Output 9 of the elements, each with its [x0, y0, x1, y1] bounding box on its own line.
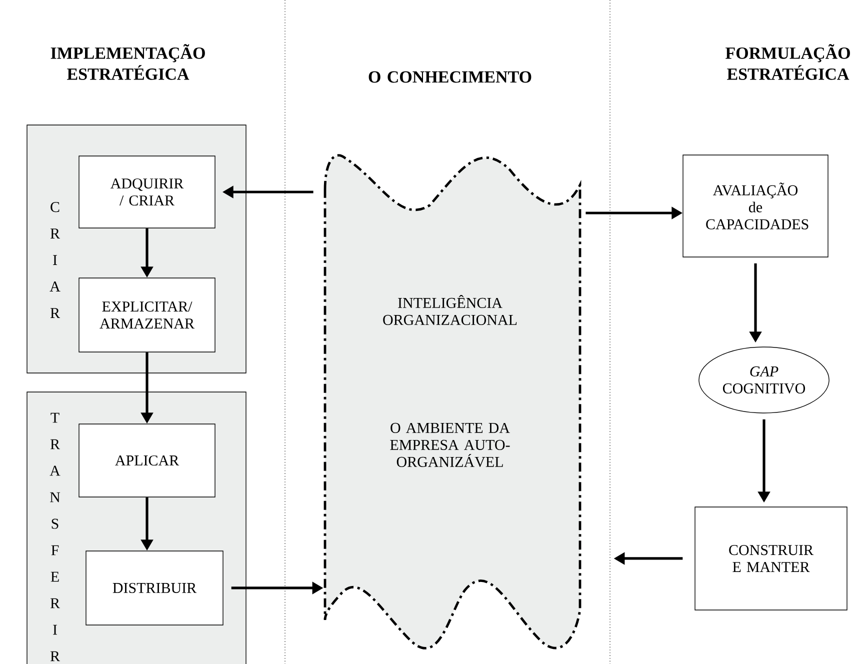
process-box: AVALIAÇÃO de CAPACIDADES	[682, 154, 828, 258]
process-box: DISTRIBUIR	[86, 550, 224, 626]
column-heading: O CONHECIMENTO	[368, 71, 532, 83]
process-box: CONSTRUIR E MANTER	[694, 506, 848, 610]
column-heading: FORMULAÇÃO ESTRATÉGICA	[726, 44, 850, 80]
process-box: APLICAR	[78, 424, 216, 498]
process-box: EXPLICITAR/ ARMAZENAR	[78, 278, 216, 352]
column-heading: IMPLEMENTAÇÃO ESTRATÉGICA	[50, 44, 205, 80]
process-box: ADQUIRIR / CRIAR	[78, 156, 216, 228]
